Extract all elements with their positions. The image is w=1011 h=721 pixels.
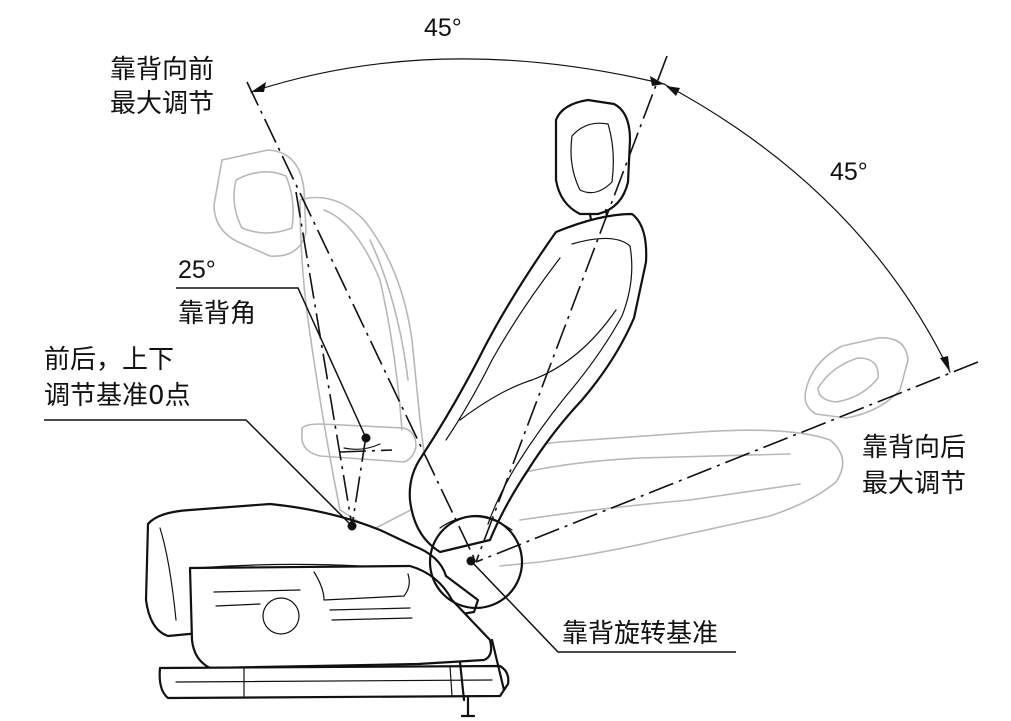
label-backward-max-line1: 靠背向后 [862,433,966,463]
headrest [554,98,632,216]
label-forward-max-line1: 靠背向前 [110,55,214,85]
angle-arcs [250,58,951,450]
label-forward-angle: 45° [424,14,462,42]
centerline-backrest-angle [295,191,353,527]
centerline-upright [475,55,668,563]
arc-backward [663,83,951,373]
leader-lines [44,287,736,653]
text-labels: 45° 45° 靠背向前 最大调节 25° 靠背角 前后，上下 调节基准0点 靠… [44,14,966,649]
backrest [408,212,648,554]
label-angle-value: 25° [178,256,216,284]
ghost-seat-forward [213,149,431,531]
label-pivot: 靠背旋转基准 [562,619,718,649]
label-angle-name: 靠背角 [178,299,256,329]
leader-pivot [470,560,736,653]
centerline-backward-max [475,361,979,563]
label-backward-angle: 45° [830,158,868,186]
label-zero-point-line2: 调节基准0点 [44,381,191,411]
arc-25 [343,443,381,450]
label-forward-max-line2: 最大调节 [110,89,214,119]
centerline-forward-max [246,81,477,563]
leader-angle [176,287,367,439]
leader-zero-point [44,419,353,527]
label-backward-max-line2: 最大调节 [862,469,966,499]
main-seat [144,98,648,718]
label-zero-point-line1: 前后，上下 [44,345,174,375]
arc-forward [250,58,665,93]
centerlines [246,55,979,563]
